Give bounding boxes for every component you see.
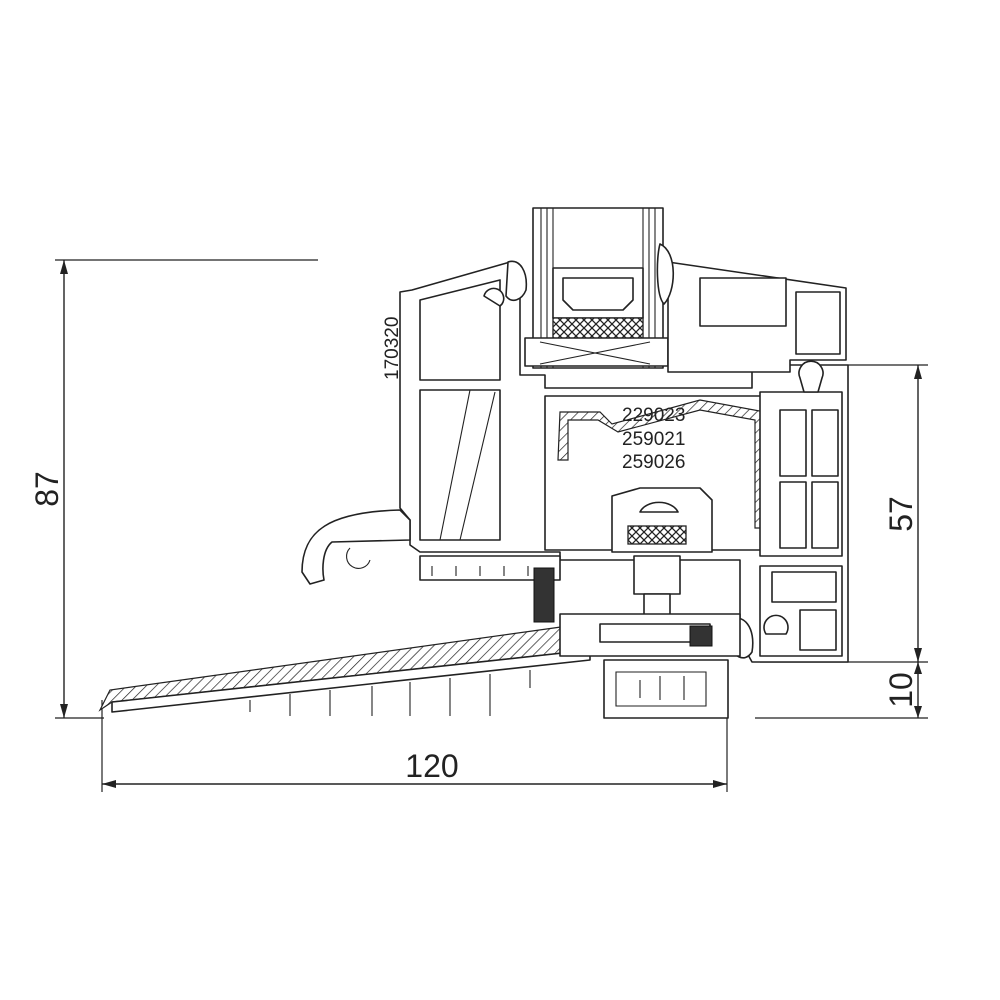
threshold-sill bbox=[98, 613, 741, 719]
dimension-total-height-label: 87 bbox=[29, 471, 65, 507]
glazing-unit bbox=[524, 207, 669, 369]
frame-profile bbox=[301, 243, 849, 663]
dimension-frame-height-label: 57 bbox=[883, 496, 919, 532]
dimension-total-height: 87 bbox=[29, 259, 318, 719]
reinforcement-code-2: 259021 bbox=[622, 429, 685, 450]
reinforcement-code-1: 229023 bbox=[622, 405, 685, 426]
reinforcement-code-3: 259026 bbox=[622, 452, 685, 473]
dimension-sill-height: 10 bbox=[755, 662, 928, 719]
dimension-sill-height-label: 10 bbox=[883, 672, 919, 708]
dimension-total-width: 120 bbox=[101, 700, 728, 792]
frame-profile-code: 170320 bbox=[382, 317, 403, 380]
dimension-total-width-label: 120 bbox=[405, 748, 458, 784]
